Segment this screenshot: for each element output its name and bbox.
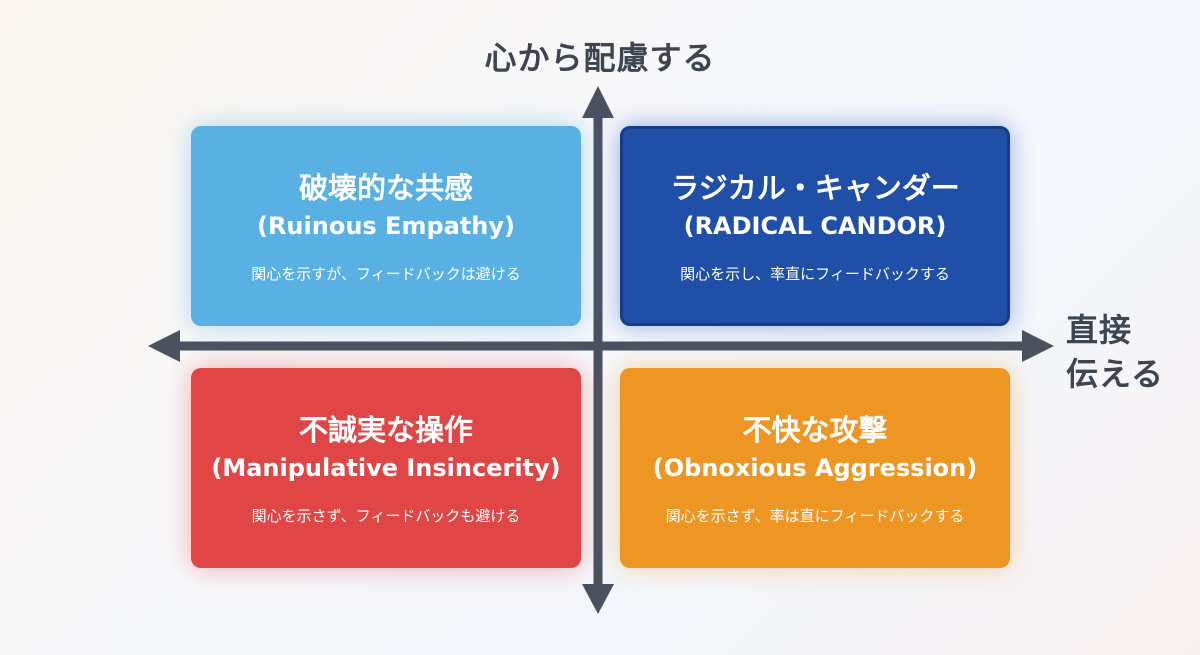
quadrant-obnoxious-aggression: 不快な攻撃 (Obnoxious Aggression) 関心を示さず、率は直に… [620,368,1010,568]
quadrant-title: 破壊的な共感 [298,170,473,205]
vertical-axis [582,86,614,614]
quadrant-title: 不誠実な操作 [298,412,473,447]
arrow-right-icon [1022,330,1054,362]
quadrant-radical-candor: ラジカル・キャンダー (RADICAL CANDOR) 関心を示し、率直にフィー… [620,126,1010,326]
horizontal-axis-label-line2: 伝える [1066,355,1165,393]
horizontal-axis [148,330,1054,362]
quadrant-description: 関心を示さず、フィードバックも避ける [251,506,521,525]
quadrant-subtitle: (RADICAL CANDOR) [683,211,947,240]
quadrant-title: 不快な攻撃 [742,412,888,447]
arrow-up-icon [582,86,614,118]
horizontal-axis-label-line1: 直接 [1066,311,1133,349]
quadrant-description: 関心を示すが、フィードバックは避ける [251,264,521,283]
quadrant-subtitle: (Obnoxious Aggression) [652,453,978,482]
horizontal-axis-label: 直接 伝える [1066,308,1186,396]
arrow-down-icon [582,584,614,614]
quadrant-title: ラジカル・キャンダー [670,170,960,205]
quadrant-description: 関心を示さず、率は直にフィードバックする [665,506,965,525]
quadrant-subtitle: (Manipulative Insincerity) [211,453,561,482]
vertical-axis-label: 心から配慮する [484,39,716,77]
quadrant-manipulative-insincerity: 不誠実な操作 (Manipulative Insincerity) 関心を示さず… [191,368,581,568]
arrow-left-icon [148,330,180,362]
quadrant-description: 関心を示し、率直にフィードバックする [680,264,950,283]
quadrant-subtitle: (Ruinous Empathy) [256,211,515,240]
quadrant-ruinous-empathy: 破壊的な共感 (Ruinous Empathy) 関心を示すが、フィードバックは… [191,126,581,326]
